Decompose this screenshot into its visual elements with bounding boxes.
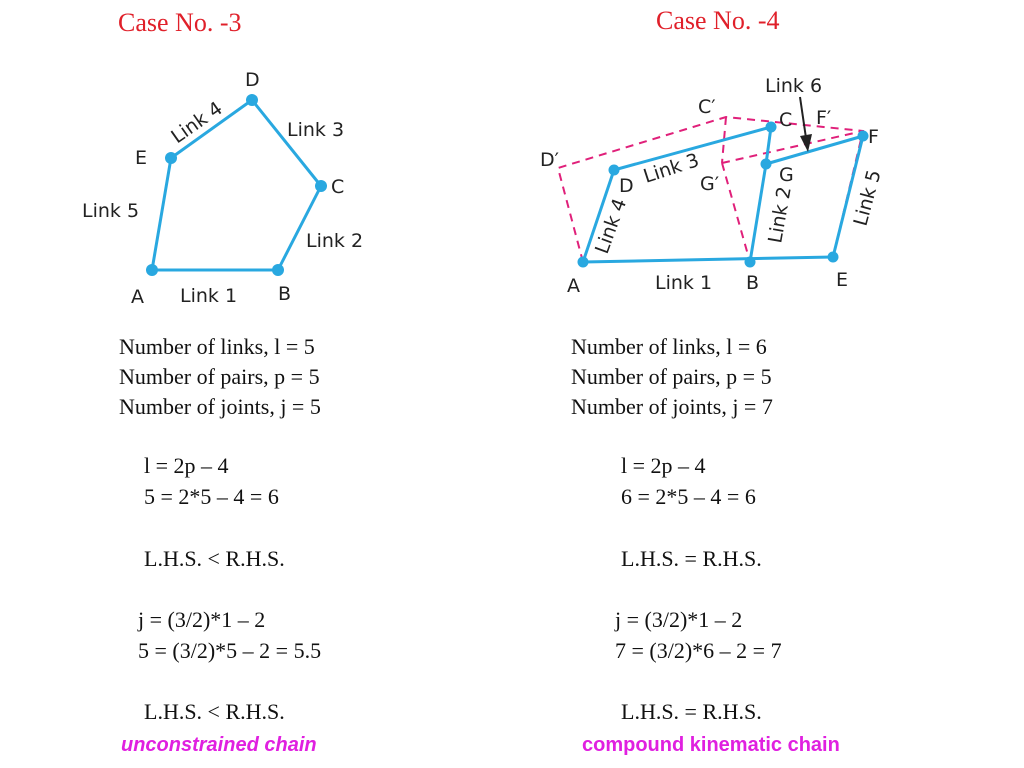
case4-joint-d <box>608 164 620 176</box>
case4-joint-a <box>577 256 589 268</box>
case3-joint-d <box>246 94 258 106</box>
case4-label-c: C <box>779 109 792 131</box>
case3-label-c: C <box>331 176 344 198</box>
case4-joint-e <box>827 251 839 263</box>
case4-label-e: E <box>836 269 848 291</box>
case4-eq1-substitution: 6 = 2*5 – 4 = 6 <box>621 484 756 509</box>
case4-link-2-line <box>748 163 768 263</box>
case4-label-a: A <box>567 275 580 297</box>
case4-stats: Number of links, l = 6 Number of pairs, … <box>571 332 773 422</box>
case4-link-3-line <box>613 125 772 172</box>
case4-label-c-prime: C′ <box>698 96 716 118</box>
case3-chain-type: unconstrained chain <box>121 734 317 756</box>
case3-label-e: E <box>135 147 147 169</box>
case4-link-1-line <box>582 255 834 264</box>
case4-link-6-label: Link 6 <box>765 75 822 97</box>
case3-joint-c <box>315 180 327 192</box>
case4-joint-g <box>760 158 772 170</box>
case3-eq2-formula: j = (3/2)*1 – 2 <box>138 607 266 632</box>
case3-joint-a <box>146 264 158 276</box>
case4-stat-pairs: Number of pairs, p = 5 <box>571 364 772 389</box>
case3-comparison-2: L.H.S. < R.H.S. <box>144 699 285 724</box>
case4-title: Case No. -4 <box>656 6 780 35</box>
case4-eq2-substitution: 7 = (3/2)*6 – 2 = 7 <box>615 638 782 663</box>
case3-stats: Number of links, l = 5 Number of pairs, … <box>119 332 321 422</box>
case4-label-g-prime: G′ <box>700 173 719 195</box>
case4-label-g: G <box>779 164 794 186</box>
case3-link-5-label: Link 5 <box>82 200 139 222</box>
case3-diagram: A B C D E Link 1 Link 2 Link 3 Link 4 Li… <box>82 69 363 308</box>
case3-stat-pairs: Number of pairs, p = 5 <box>119 364 320 389</box>
case4-label-d: D <box>619 175 634 197</box>
case3-joint-b <box>272 264 284 276</box>
case4-dashed-gf <box>721 130 864 164</box>
case3-link-1-label: Link 1 <box>180 285 237 307</box>
case3-label-d: D <box>245 69 260 91</box>
case4-stat-joints: Number of joints, j = 7 <box>571 394 773 419</box>
case4-link-6-cg <box>764 126 773 165</box>
case4-links <box>581 125 865 264</box>
case4-dashed-link2 <box>721 162 751 263</box>
case4-joint-f <box>857 130 869 142</box>
case3-eq2-substitution: 5 = (3/2)*5 – 2 = 5.5 <box>138 638 322 663</box>
case3-stat-links: Number of links, l = 5 <box>119 334 315 359</box>
case4-label-d-prime: D′ <box>540 149 559 171</box>
case4-label-b: B <box>746 272 759 294</box>
case4-link-5-label: Link 5 <box>850 167 886 228</box>
case4-link-4-line <box>581 169 616 263</box>
case4-link-5-line <box>831 135 865 258</box>
case4-stat-links: Number of links, l = 6 <box>571 334 767 359</box>
case4-label-f-prime: F′ <box>816 107 831 129</box>
case4-eq1-formula: l = 2p – 4 <box>621 453 706 478</box>
case4-joint-b <box>744 256 756 268</box>
case4-link-1-label: Link 1 <box>655 272 712 294</box>
case3-label-b: B <box>278 283 291 305</box>
case3-link-3-line <box>250 99 323 187</box>
case4-label-f: F <box>868 126 879 148</box>
case3-link-2-line <box>276 185 323 271</box>
case4-joint-c <box>765 121 777 133</box>
case3-joints <box>146 94 327 276</box>
case4-link6-arrow <box>799 96 812 152</box>
case3-eq1-substitution: 5 = 2*5 – 4 = 6 <box>144 484 279 509</box>
case3-link-4-line <box>170 98 253 160</box>
case3-link-2-label: Link 2 <box>306 230 363 252</box>
case3-label-a: A <box>131 286 144 308</box>
case4-link-2-label: Link 2 <box>764 185 796 245</box>
case3-stat-joints: Number of joints, j = 5 <box>119 394 321 419</box>
case4-eq2-formula: j = (3/2)*1 – 2 <box>615 607 743 632</box>
case4-link-4-label: Link 4 <box>591 196 631 257</box>
case4-link-6-gf <box>765 134 864 166</box>
case3-title: Case No. -3 <box>118 8 242 37</box>
case4-diagram: A B C D E F G C′ D′ F′ G′ Link 1 Link 2 … <box>540 75 886 297</box>
case4-dashed-link3 <box>721 116 727 164</box>
case3-comparison-1: L.H.S. < R.H.S. <box>144 546 285 571</box>
case4-comparison-1: L.H.S. = R.H.S. <box>621 546 762 571</box>
case3-link-3-label: Link 3 <box>287 119 344 141</box>
case3-link-5-line <box>150 157 173 271</box>
case3-eq1-formula: l = 2p – 4 <box>144 453 229 478</box>
case4-chain-type: compound kinematic chain <box>582 734 840 756</box>
case4-comparison-2: L.H.S. = R.H.S. <box>621 699 762 724</box>
case4-joints <box>577 121 869 268</box>
case3-links <box>150 98 323 272</box>
case3-joint-e <box>165 152 177 164</box>
